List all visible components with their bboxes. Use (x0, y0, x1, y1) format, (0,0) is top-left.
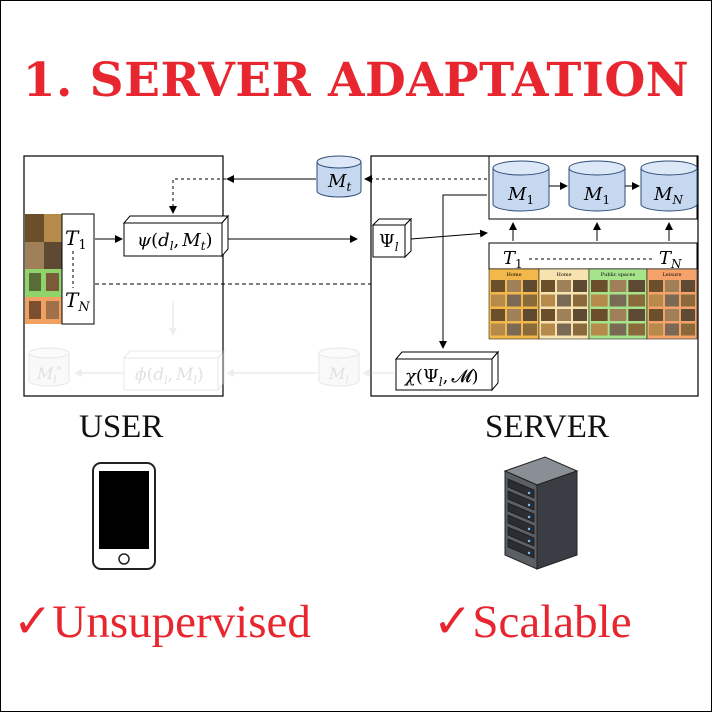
faded-future-pipeline: ϕ(dl,Ml) Ml* Ml (28, 301, 394, 392)
dataset-thumbnail (681, 280, 695, 292)
dataset-thumbnail (649, 309, 663, 321)
dataset-thumbnail (665, 280, 679, 292)
dataset-thumbnail (573, 294, 587, 307)
dataset-thumbnail (523, 280, 537, 292)
dataset-thumbnail (541, 309, 555, 321)
dataset-thumbnail (609, 280, 627, 292)
database-M1-a: M1 (492, 160, 550, 212)
dataset-thumbnail (681, 309, 695, 321)
label-T1-user: T1 (65, 226, 87, 253)
dataset-thumbnail (491, 309, 505, 321)
dataset-thumbnail (523, 323, 537, 336)
svg-text:M1: M1 (583, 184, 610, 207)
dataset-thumbnail (507, 294, 521, 307)
svg-text:χ(Ψl,𝓜): χ(Ψl,𝓜) (403, 366, 479, 389)
server-rack-icon (503, 456, 579, 570)
svg-text:ψ(dl,Mt): ψ(dl,Mt) (137, 230, 213, 253)
svg-text:Mt: Mt (327, 171, 351, 194)
dataset-thumbnail (628, 280, 645, 292)
dataset-thumbnail (591, 309, 608, 321)
dataset-thumbnail (491, 294, 505, 307)
smartphone-icon (92, 462, 156, 570)
dataset-thumbnail (507, 309, 521, 321)
dataset-thumbnail (628, 294, 645, 307)
label-TN-user: TN (65, 288, 90, 315)
benefit-scalable: ✓Scalable (433, 596, 632, 648)
dataset-thumbnail (491, 323, 505, 336)
category-label-0: Home (506, 272, 521, 278)
dataset-thumbnail (573, 323, 587, 336)
dataset-thumbnail (573, 280, 587, 292)
svg-text:MN: MN (653, 184, 683, 207)
aggregated-features-box: Ψl (371, 217, 413, 259)
dataset-thumbnail (573, 309, 587, 321)
database-Mt: Mt (316, 155, 362, 198)
dataset-thumbnail (591, 294, 608, 307)
dataset-thumbnail (523, 309, 537, 321)
category-label-2: Public spaces (601, 272, 636, 278)
page-title: 1. SERVER ADAPTATION (22, 53, 690, 108)
svg-text:Ml*: Ml* (36, 364, 62, 386)
dataset-thumbnail (541, 323, 555, 336)
dataset-thumbnail (557, 280, 571, 292)
dataset-thumbnail (649, 294, 663, 307)
dataset-thumbnail (557, 323, 571, 336)
dataset-thumbnail (557, 294, 571, 307)
database-MN: MN (640, 160, 698, 212)
dataset-thumbnail (591, 323, 608, 336)
server-label: SERVER (485, 409, 609, 445)
dataset-thumbnail (628, 323, 645, 336)
dataset-thumbnail (649, 280, 663, 292)
image-thumbnail-strip (25, 214, 63, 324)
svg-text:Ml: Ml (328, 364, 349, 386)
dataset-thumbnail (609, 323, 627, 336)
server-dataset-grid: Home Home Public spaces Leisure (488, 268, 698, 340)
dataset-thumbnail (591, 280, 608, 292)
pipeline-diagram: T1 TN ψ(dl,Mt) Ψl (23, 155, 699, 397)
dataset-thumbnail (523, 294, 537, 307)
dataset-thumbnail (628, 309, 645, 321)
svg-text:Ψl: Ψl (379, 231, 399, 254)
benefit-unsupervised: ✓Unsupervised (13, 596, 311, 648)
database-M1-b: M1 (568, 160, 626, 212)
feature-extractor-box: ψ(dl,Mt) (122, 214, 230, 258)
dataset-thumbnail (557, 309, 571, 321)
category-label-3: Leisure (662, 272, 681, 278)
dataset-thumbnail (681, 323, 695, 336)
dataset-thumbnail (649, 323, 663, 336)
dataset-thumbnail (507, 280, 521, 292)
category-label-1: Home (556, 272, 571, 278)
label-T1-server: T1 (503, 248, 523, 271)
dataset-thumbnail (681, 294, 695, 307)
label-TN-server: TN (659, 248, 682, 271)
dataset-thumbnail (665, 309, 679, 321)
checkmark-icon: ✓ (433, 596, 473, 648)
dataset-thumbnail (491, 280, 505, 292)
task-sequence-box (61, 213, 95, 325)
model-selector-box: χ(Ψl,𝓜) (394, 350, 500, 392)
user-label: USER (79, 409, 164, 445)
server-task-box (488, 242, 698, 270)
checkmark-icon: ✓ (13, 596, 53, 648)
dataset-thumbnail (665, 294, 679, 307)
dataset-thumbnail (609, 294, 627, 307)
user-panel (23, 155, 224, 397)
dataset-thumbnail (665, 323, 679, 336)
dataset-thumbnail (507, 323, 521, 336)
dataset-thumbnail (609, 309, 627, 321)
dataset-thumbnail (541, 294, 555, 307)
svg-text:ϕ(dl,Ml): ϕ(dl,Ml) (135, 365, 204, 387)
dataset-thumbnail (541, 280, 555, 292)
svg-text:M1: M1 (507, 184, 534, 207)
